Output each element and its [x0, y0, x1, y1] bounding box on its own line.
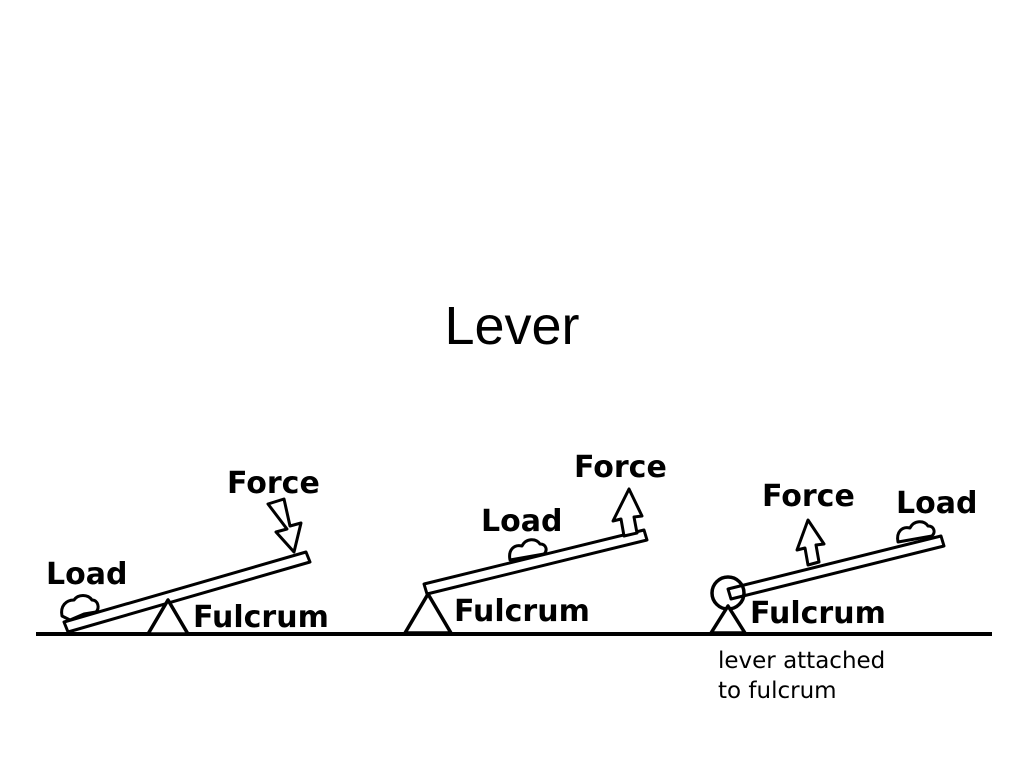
lever-3-force-label: Force: [762, 479, 855, 514]
lever-third-class: Force Load Fulcrum lever attached to ful…: [709, 479, 977, 704]
lever-3-load: [896, 520, 936, 544]
lever-3-fulcrum-label: Fulcrum: [750, 596, 886, 631]
lever-3-force-arrow-up: [795, 518, 826, 567]
lever-2-fulcrum: [403, 592, 453, 635]
lever-2-load-label: Load: [481, 504, 562, 539]
lever-1-fulcrum: [146, 598, 190, 636]
lever-second-class: Force Load Fulcrum: [403, 450, 667, 635]
lever-1-beam: [62, 550, 312, 634]
slide-title: Lever: [444, 296, 580, 356]
lever-2-load: [508, 538, 548, 562]
lever-3-load-label: Load: [896, 486, 977, 521]
lever-1-force-label: Force: [227, 466, 320, 501]
lever-1-fulcrum-label: Fulcrum: [193, 600, 329, 635]
lever-3-beam: [726, 534, 946, 601]
lever-first-class: Force Load Fulcrum: [46, 466, 329, 636]
lever-1-load: [60, 594, 100, 622]
lever-1-force-arrow-down: [266, 497, 303, 554]
lever-3-note-line-2: to fulcrum: [718, 678, 837, 704]
lever-2-fulcrum-label: Fulcrum: [454, 594, 590, 629]
lever-2-force-label: Force: [574, 450, 667, 485]
lever-3-fulcrum: [709, 604, 747, 635]
lever-2-force-arrow-up: [611, 487, 644, 538]
lever-2-beam: [422, 528, 649, 596]
lever-3-note-line-1: lever attached: [718, 648, 885, 674]
lever-1-load-label: Load: [46, 557, 127, 592]
